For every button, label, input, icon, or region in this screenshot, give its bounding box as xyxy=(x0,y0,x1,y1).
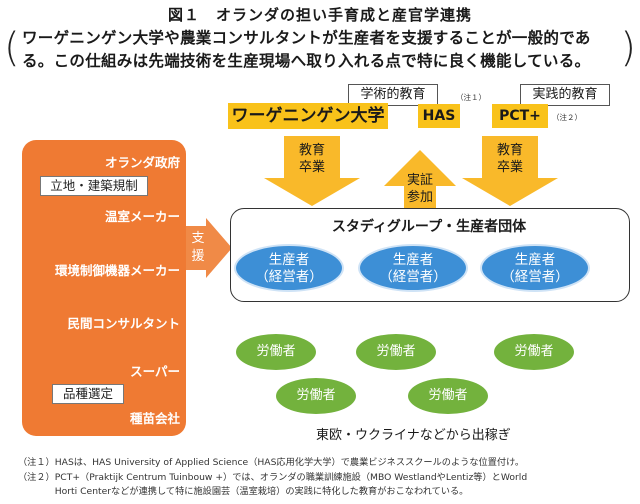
producer-1-line2: （経営者） xyxy=(255,269,323,285)
producer-3: 生産者 （経営者） xyxy=(480,244,590,292)
arrow-left-text: 教育 卒業 xyxy=(290,142,334,176)
worker-5: 労働者 xyxy=(408,378,488,414)
producer-3-line1: 生産者 xyxy=(514,252,556,268)
subtitle-line-2: る。この仕組みは先端技術を生産現場へ取り入れる点で特に良く機能している。 xyxy=(22,52,591,70)
has-box: HAS xyxy=(418,104,460,128)
arrow-right-text-2: 卒業 xyxy=(496,160,523,175)
producer-2-line2: （経営者） xyxy=(379,269,447,285)
practical-education-label: 実践的教育 xyxy=(520,84,610,106)
note1-marker: （注１） xyxy=(456,93,486,102)
figure-subtitle: ( ワーゲニンゲン大学や農業コンサルタントが生産者を支援することが一般的であ る… xyxy=(0,26,640,76)
pct-box: PCT+ xyxy=(492,104,548,128)
figure-title: 図１ オランダの担い手育成と産官学連携 xyxy=(167,6,472,24)
worker-3: 労働者 xyxy=(494,334,574,370)
arrow-up-text: 実証 参加 xyxy=(398,172,442,206)
support-text: 支 援 xyxy=(190,230,206,266)
arrow-down-education-left xyxy=(264,136,360,206)
footnote-2: （注２）PCT+（Praktijk Centrum Tuinbouw +）では、… xyxy=(18,472,528,483)
right-paren: ) xyxy=(620,25,636,71)
worker-2: 労働者 xyxy=(356,334,436,370)
arrow-up-demonstration xyxy=(384,150,456,208)
support-text-1: 支 xyxy=(191,231,205,246)
tag-variety-selection: 品種選定 xyxy=(52,384,124,404)
left-paren: ( xyxy=(4,25,20,71)
org-seed-company: 種苗会社 xyxy=(129,411,180,426)
org-private-consultant: 民間コンサルタント xyxy=(67,316,180,331)
study-group-label: スタディグループ・生産者団体 xyxy=(331,219,527,235)
subtitle-line-1: ワーゲニンゲン大学や農業コンサルタントが生産者を支援することが一般的であ xyxy=(22,29,591,47)
arrow-left-text-1: 教育 xyxy=(298,143,325,158)
eastern-europe-caption: 東欧・ウクライナなどから出稼ぎ xyxy=(316,428,511,443)
producer-1-line1: 生産者 xyxy=(268,252,310,268)
arrow-down-education-right xyxy=(462,136,558,206)
arrow-right-text-1: 教育 xyxy=(496,143,523,158)
academic-education-label: 学術的教育 xyxy=(348,84,438,106)
note2-marker: （注２） xyxy=(552,113,582,122)
producer-1: 生産者 （経営者） xyxy=(234,244,344,292)
support-text-2: 援 xyxy=(191,249,205,264)
arrow-up-text-1: 実証 xyxy=(406,173,433,188)
footnote-1: （注１）HASは、HAS University of Applied Scien… xyxy=(18,457,525,468)
arrow-right-support xyxy=(186,218,232,278)
org-supermarket: スーパー xyxy=(130,364,180,379)
producer-3-line2: （経営者） xyxy=(501,269,569,285)
wageningen-university: ワーゲニンゲン大学 xyxy=(228,103,388,129)
org-greenhouse-maker: 温室メーカー xyxy=(104,209,180,224)
tag-zoning-regulation: 立地・建築規制 xyxy=(40,176,148,196)
producer-2: 生産者 （経営者） xyxy=(358,244,468,292)
arrow-up-text-2: 参加 xyxy=(406,190,433,205)
producer-2-line1: 生産者 xyxy=(392,252,434,268)
arrow-right-text: 教育 卒業 xyxy=(488,142,532,176)
worker-1: 労働者 xyxy=(236,334,316,370)
footnote-2-cont: Horti Centerなどが連携して特に施設園芸（温室栽培）の実践に特化した教… xyxy=(18,486,469,497)
org-climate-control-maker: 環境制御機器メーカー xyxy=(54,263,180,278)
org-dutch-government: オランダ政府 xyxy=(104,155,180,170)
worker-4: 労働者 xyxy=(276,378,356,414)
arrow-left-text-2: 卒業 xyxy=(298,160,325,175)
